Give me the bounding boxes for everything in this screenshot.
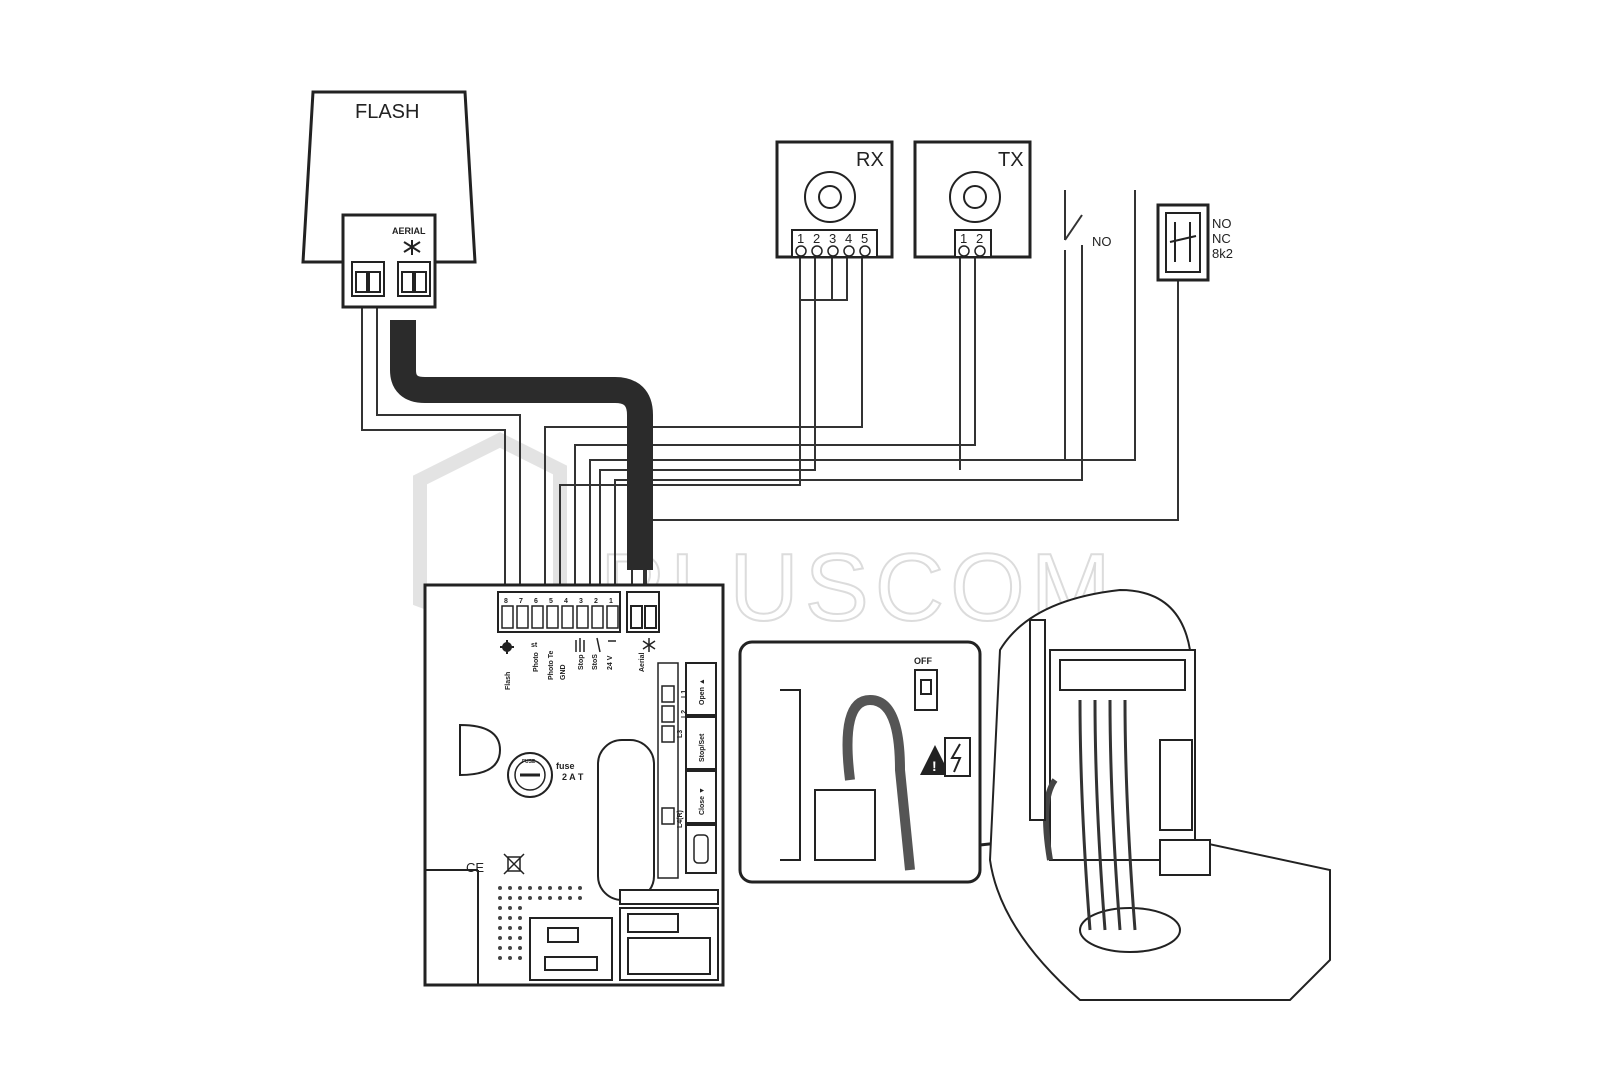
svg-text:2: 2 <box>976 231 983 246</box>
svg-text:Flash: Flash <box>505 672 512 690</box>
stopset-button-label: Stop/Set <box>699 733 706 762</box>
relay <box>597 739 655 901</box>
svg-text:st: st <box>531 642 538 649</box>
svg-text:7: 7 <box>519 598 523 605</box>
open-button-label: Open ▲ <box>699 678 706 705</box>
high-voltage-icon <box>944 737 971 777</box>
svg-text:Stop: Stop <box>578 654 585 670</box>
vent-holes <box>498 886 582 960</box>
svg-text:L4(R): L4(R) <box>677 810 684 828</box>
svg-text:24 V: 24 V <box>607 655 614 670</box>
aerial-terminal-icon <box>642 638 656 652</box>
wires <box>361 190 1179 598</box>
warning-icon: ! <box>920 745 950 775</box>
svg-text:L3: L3 <box>677 730 684 738</box>
weee-icon <box>503 853 525 875</box>
terminal-labels: Flash Photo st Photo Te GND Stop StoS 24… <box>500 637 656 690</box>
fuse: FUSE fuse 2 A T <box>459 723 584 798</box>
svg-text:!: ! <box>932 758 937 774</box>
board-buttons: Open ▲ Stop/Set Close ▼ <box>685 662 717 874</box>
rx-photocell: RX 1 2 3 4 5 <box>775 140 894 259</box>
breaker-icon <box>914 669 938 711</box>
tx-terminal-numbers: 1 2 <box>960 231 983 246</box>
safety-edge-nc: NC <box>1212 231 1231 246</box>
svg-text:6: 6 <box>534 598 538 605</box>
svg-text:Aerial: Aerial <box>639 652 646 672</box>
svg-text:4: 4 <box>845 231 852 246</box>
rx-terminal-numbers: 1 2 3 4 5 <box>797 231 868 246</box>
control-board: 8 7 6 5 4 3 2 1 Flash Photo st Photo <box>423 583 725 987</box>
board-leds: L1 L2 L3 L4(R) <box>657 662 688 879</box>
svg-text:L2: L2 <box>681 710 688 718</box>
no-switch-label: NO <box>1092 234 1112 249</box>
svg-text:5: 5 <box>861 231 868 246</box>
svg-text:3: 3 <box>579 598 583 605</box>
svg-text:GND: GND <box>560 664 567 680</box>
flash-terminal-left <box>351 261 385 297</box>
svg-text:3: 3 <box>829 231 836 246</box>
aerial-label: AERIAL <box>392 226 426 236</box>
breaker-off-label: OFF <box>914 656 932 666</box>
svg-text:L1: L1 <box>681 690 688 698</box>
flash-terminal-aerial <box>397 261 431 297</box>
fuse-badge: FUSE <box>522 759 536 765</box>
svg-text:4: 4 <box>564 598 568 605</box>
flash-title: FLASH <box>355 101 419 123</box>
power-inset: OFF ! <box>738 640 982 884</box>
svg-text:1: 1 <box>797 231 804 246</box>
safety-edge-no: NO <box>1212 216 1232 231</box>
svg-text:2: 2 <box>813 231 820 246</box>
svg-text:Photo: Photo <box>533 652 540 672</box>
safety-edge-8k2: 8k2 <box>1212 246 1233 261</box>
svg-text:1: 1 <box>960 231 967 246</box>
safety-edge: NO NC 8k2 <box>1156 203 1233 282</box>
no-switch: NO <box>1092 234 1112 249</box>
antenna-icon <box>403 240 421 255</box>
battery-connector <box>529 917 613 981</box>
lower-module <box>425 869 719 985</box>
fuse-value: 2 A T <box>562 772 584 782</box>
fuse-title: fuse <box>556 761 575 771</box>
terminal-block-main: 8 7 6 5 4 3 2 1 <box>497 591 621 633</box>
flash-lamp: FLASH AERIAL <box>301 90 477 309</box>
operator-housing <box>988 588 1331 1001</box>
tx-title: TX <box>998 149 1024 171</box>
tx-photocell: TX 1 2 <box>913 140 1032 259</box>
rx-title: RX <box>856 149 884 171</box>
ce-mark: CE <box>466 860 484 875</box>
terminal-block-aerial <box>626 591 660 633</box>
svg-text:1: 1 <box>609 598 613 605</box>
svg-text:2: 2 <box>594 598 598 605</box>
svg-text:8: 8 <box>504 598 508 605</box>
svg-text:5: 5 <box>549 598 553 605</box>
svg-text:Photo Te: Photo Te <box>548 650 555 680</box>
close-button-label: Close ▼ <box>699 787 706 815</box>
svg-text:StoS: StoS <box>592 654 599 670</box>
flash-terminal-icon <box>500 640 514 654</box>
aerial-cable <box>390 320 653 570</box>
